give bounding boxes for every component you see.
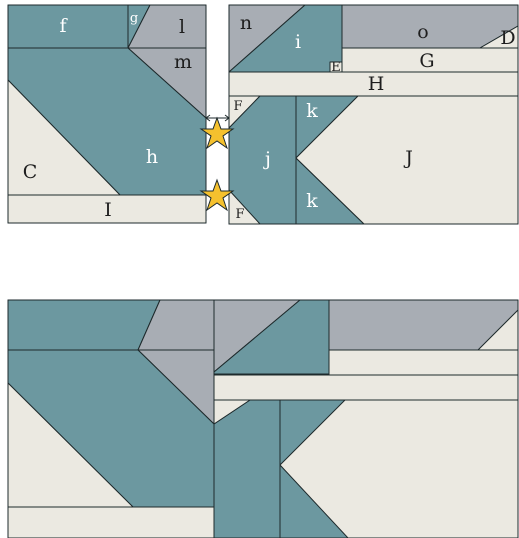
label-n: n <box>240 12 252 34</box>
label-f: f <box>59 15 68 37</box>
label-g: g <box>130 11 138 26</box>
label-l: l <box>179 16 185 38</box>
label-D: D <box>500 27 515 49</box>
label-F-top: F <box>233 99 242 114</box>
label-h: h <box>146 146 158 168</box>
piece-j-assembled <box>213 399 281 538</box>
star-icon <box>199 178 235 212</box>
piece-I <box>7 194 207 224</box>
top-labels: f g l m h C I n i o D E G H F k j J k F <box>23 11 516 222</box>
label-k-bottom: k <box>306 190 318 212</box>
piece-H <box>228 71 519 97</box>
top-left-block <box>7 4 207 224</box>
label-I: I <box>104 199 112 221</box>
piece-j <box>228 95 297 225</box>
piece-J <box>295 95 519 225</box>
label-k-top: k <box>306 100 318 122</box>
label-G: G <box>419 50 434 72</box>
piece-k-top-assembled <box>279 399 346 466</box>
piece-I-assembled <box>7 506 215 538</box>
piece-k-bottom-assembled <box>279 464 349 538</box>
label-J: J <box>403 147 413 169</box>
star-icon <box>199 116 235 150</box>
label-H: H <box>368 73 385 95</box>
label-m: m <box>174 51 192 73</box>
piece-f-assembled <box>7 299 161 351</box>
bottom-assembled-diagram <box>7 299 519 538</box>
piece-G <box>341 47 519 73</box>
piece-o-assembled <box>328 299 519 351</box>
label-o: o <box>417 21 428 43</box>
label-F-bottom: F <box>235 207 244 222</box>
piece-F-bottom <box>228 189 261 225</box>
label-C: C <box>23 161 38 183</box>
piece-G-assembled <box>328 349 519 376</box>
top-right-block <box>228 4 519 225</box>
piece-H-assembled <box>213 374 519 401</box>
label-i: i <box>295 31 301 53</box>
label-j: j <box>263 148 271 170</box>
label-E: E <box>331 60 341 75</box>
top-markers <box>199 114 235 212</box>
piece-F-top-assembled <box>213 399 251 425</box>
